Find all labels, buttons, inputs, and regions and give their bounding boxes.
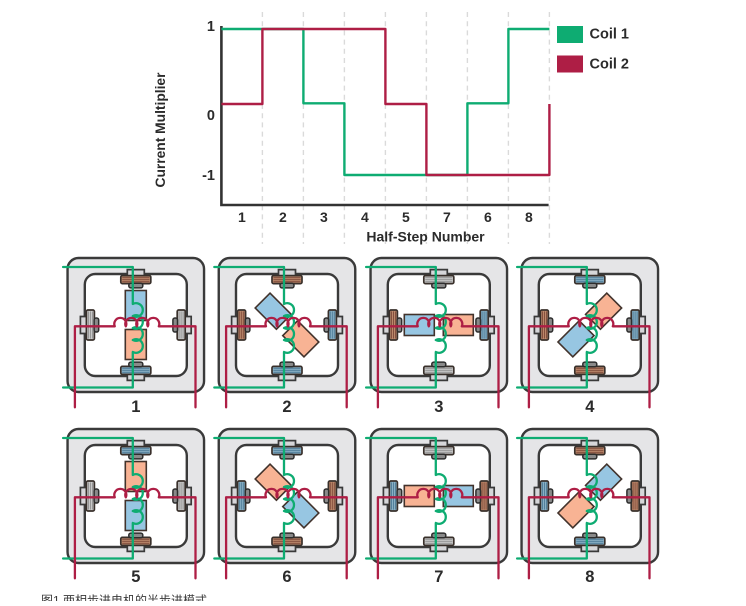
svg-text:4: 4 — [361, 209, 369, 225]
svg-text:-1: -1 — [202, 168, 215, 184]
svg-text:6: 6 — [282, 568, 291, 586]
svg-text:6: 6 — [484, 209, 492, 225]
svg-text:1: 1 — [238, 209, 246, 225]
svg-text:8: 8 — [585, 568, 594, 586]
svg-text:2: 2 — [279, 209, 287, 225]
svg-text:1: 1 — [131, 398, 140, 416]
svg-text:3: 3 — [434, 398, 443, 416]
svg-text:2: 2 — [282, 398, 291, 416]
svg-text:7: 7 — [434, 568, 443, 586]
svg-text:4: 4 — [585, 398, 595, 416]
svg-text:7: 7 — [443, 209, 451, 225]
svg-text:Half-Step Number: Half-Step Number — [366, 229, 485, 245]
svg-text:0: 0 — [207, 108, 215, 124]
svg-text:3: 3 — [320, 209, 328, 225]
svg-text:8: 8 — [525, 209, 533, 225]
svg-text:Coil 1: Coil 1 — [590, 27, 629, 43]
svg-text:图1 两相步进电机的半步进模式: 图1 两相步进电机的半步进模式 — [41, 592, 207, 601]
svg-text:Current Multiplier: Current Multiplier — [153, 72, 168, 188]
svg-text:5: 5 — [131, 568, 140, 586]
svg-text:Coil 2: Coil 2 — [590, 57, 629, 73]
svg-text:1: 1 — [207, 19, 215, 35]
svg-text:5: 5 — [402, 209, 410, 225]
